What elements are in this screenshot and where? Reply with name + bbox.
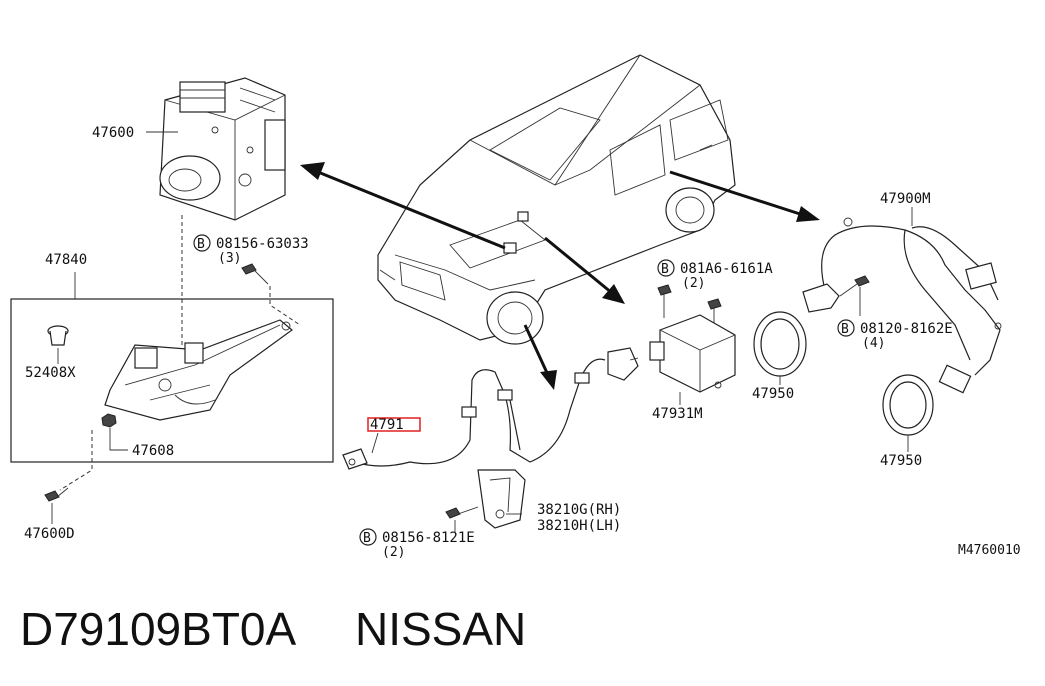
abs-actuator-illustration: [159, 77, 286, 221]
svg-text:B: B: [197, 237, 205, 252]
label-qty-2a: (2): [682, 276, 705, 291]
label-47840: 47840: [45, 252, 87, 268]
label-08156-63033: 08156-63033: [216, 236, 309, 252]
label-qty-2b: (2): [382, 545, 405, 560]
bolt-symbol-08156-63033: B: [193, 234, 211, 252]
bolt-08156-8121e-icon: [445, 506, 479, 519]
grommet-icon: [47, 325, 69, 346]
diagram-code: M4760010: [958, 543, 1021, 558]
nut-icon: [101, 413, 117, 428]
bolt-08120-icon: [839, 275, 870, 297]
label-38210h: 38210H(LH): [537, 518, 621, 534]
label-08156-8121e: 08156-8121E: [382, 530, 475, 546]
label-081a6: 081A6-6161A: [680, 261, 773, 277]
highlight-47910: [367, 417, 421, 432]
bolt-47600d-icon: [44, 487, 69, 502]
bolt-symbol-08120: B: [837, 319, 855, 337]
bolt-symbol-081a6: B: [657, 259, 675, 277]
label-47950-a: 47950: [752, 386, 794, 402]
bolt-icon: [241, 263, 269, 285]
label-47910: 4791: [370, 417, 404, 433]
label-47600d: 47600D: [24, 526, 75, 542]
label-47600: 47600: [92, 125, 134, 141]
svg-text:B: B: [841, 322, 849, 337]
label-47931m: 47931M: [652, 406, 703, 422]
front-sensor-harness: [342, 347, 639, 470]
label-52408x: 52408X: [25, 365, 76, 381]
bracket-illustration: [104, 319, 293, 421]
vehicle-illustration: [377, 54, 736, 345]
label-qty-3: (3): [218, 251, 241, 266]
label-38210g: 38210G(RH): [537, 502, 621, 518]
tone-ring-right: [882, 374, 934, 436]
label-47900m: 47900M: [880, 191, 931, 207]
brand-caption: NISSAN: [355, 603, 526, 655]
arrows: [300, 162, 820, 390]
label-08120: 08120-8162E: [860, 321, 953, 337]
svg-text:B: B: [363, 531, 371, 546]
tone-ring-left: [753, 311, 807, 377]
bolt-symbol-08156-8121e: B: [359, 528, 377, 546]
svg-text:B: B: [661, 262, 669, 277]
rear-sensor-harness: [802, 217, 1002, 394]
label-qty-4: (4): [862, 336, 885, 351]
control-unit-illustration: [649, 284, 736, 393]
bracket-group-box: [10, 298, 334, 463]
label-47950-b: 47950: [880, 453, 922, 469]
part-number-caption: D79109BT0A: [20, 603, 296, 655]
label-47608: 47608: [132, 443, 174, 459]
sensor-bracket-illustration: [477, 469, 526, 529]
